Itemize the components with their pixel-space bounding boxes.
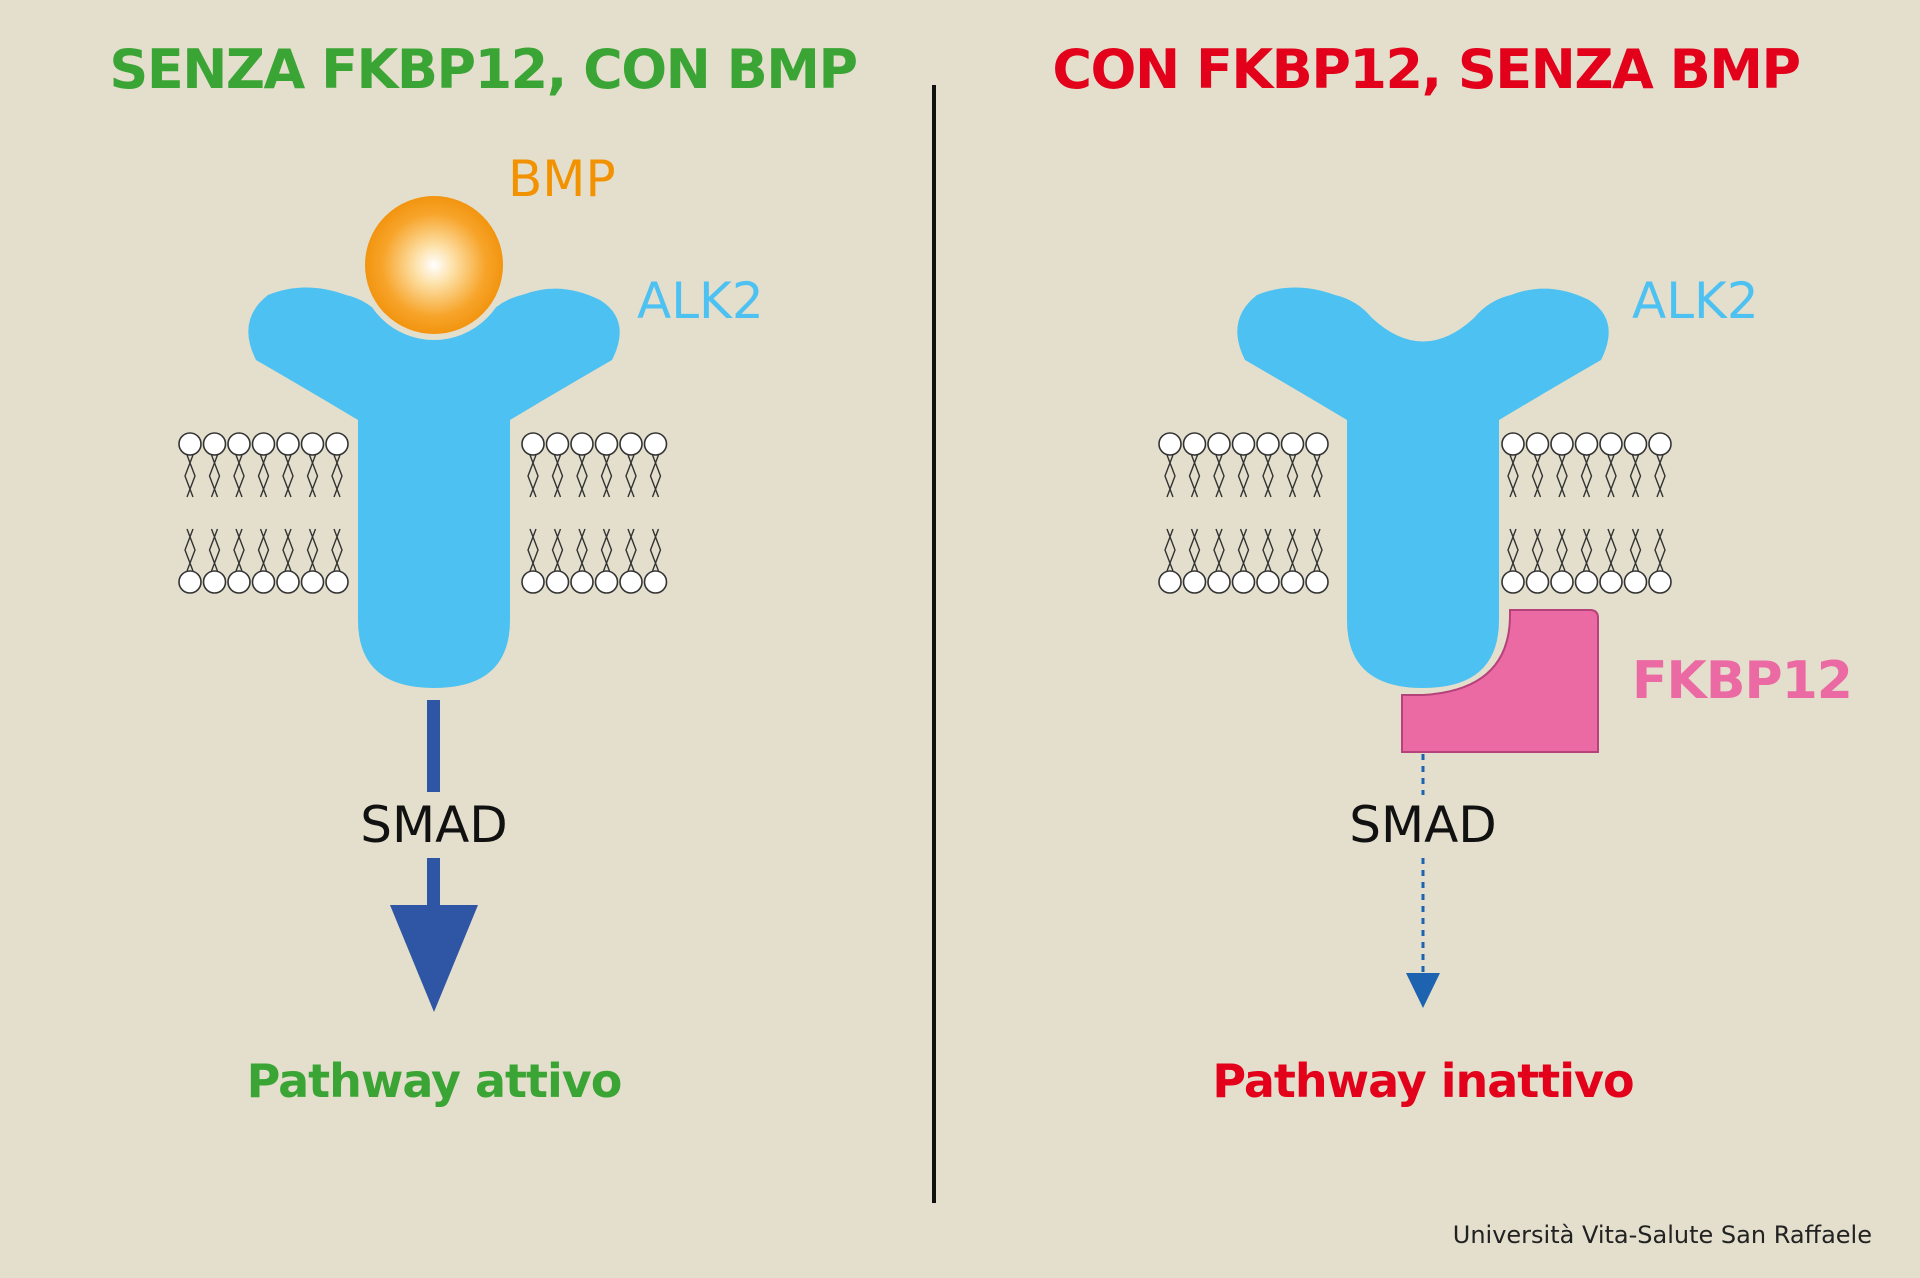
lipid-head xyxy=(1550,432,1574,498)
smad-label: SMAD xyxy=(360,796,508,854)
lipid-head xyxy=(1623,528,1648,594)
lipid-head xyxy=(1525,432,1550,498)
lipid-head xyxy=(545,528,570,594)
lipid-head xyxy=(1182,432,1207,498)
lipid-head xyxy=(276,528,300,594)
lipid-head xyxy=(1305,432,1329,498)
lipid-head xyxy=(1599,432,1623,498)
bmp-label: BMP xyxy=(508,150,616,208)
pathway-active-label: Pathway attivo xyxy=(247,1054,622,1108)
credit-text: Università Vita-Salute San Raffaele xyxy=(1453,1221,1872,1249)
lipid-head xyxy=(594,432,619,498)
lipid-head xyxy=(1256,432,1280,498)
lipid-head xyxy=(545,432,570,498)
lipid-head xyxy=(1574,432,1599,498)
alk2-receptor xyxy=(248,287,620,688)
weak-signal-arrowhead xyxy=(1406,973,1440,1008)
right-title: CON FKBP12, SENZA BMP xyxy=(1052,38,1799,101)
lipid-head xyxy=(1648,528,1672,594)
lipid-head xyxy=(1280,432,1305,498)
lipid-head xyxy=(1501,528,1525,594)
lipid-head xyxy=(594,528,619,594)
right-panel: CON FKBP12, SENZA BMP FKBP12 ALK2 SMAD P… xyxy=(1052,38,1853,1108)
lipid-head xyxy=(1525,528,1550,594)
lipid-head xyxy=(1550,528,1574,594)
alk2-label: ALK2 xyxy=(1632,272,1759,330)
lipid-head xyxy=(178,432,202,498)
lipid-head xyxy=(1256,528,1280,594)
lipid-head xyxy=(619,528,643,594)
lipid-head xyxy=(325,528,349,594)
lipid-head xyxy=(1207,432,1231,498)
lipid-head xyxy=(1280,528,1305,594)
alk2-receptor xyxy=(1237,287,1609,688)
left-title: SENZA FKBP12, CON BMP xyxy=(109,38,856,101)
bmp-ligand xyxy=(359,190,509,340)
lipid-head xyxy=(1158,432,1182,498)
lipid-head xyxy=(1574,528,1599,594)
lipid-head xyxy=(521,432,545,498)
lipid-head xyxy=(1623,432,1648,498)
fkbp12-protein xyxy=(1401,609,1599,753)
lipid-head xyxy=(643,528,668,594)
lipid-head xyxy=(1648,432,1672,498)
lipid-head xyxy=(202,528,227,594)
lipid-head xyxy=(570,528,594,594)
smad-label: SMAD xyxy=(1349,796,1497,854)
lipid-head xyxy=(251,432,276,498)
lipid-head xyxy=(227,432,251,498)
lipid-head xyxy=(570,432,594,498)
lipid-head xyxy=(1182,528,1207,594)
lipid-head xyxy=(521,528,545,594)
signal-arrow-shaft xyxy=(427,700,440,792)
lipid-head xyxy=(227,528,251,594)
signal-arrow-shaft-lower xyxy=(427,858,440,918)
lipid-head xyxy=(1599,528,1623,594)
lipid-head xyxy=(619,432,643,498)
lipid-head xyxy=(1207,528,1231,594)
lipid-head xyxy=(1231,528,1256,594)
alk2-label: ALK2 xyxy=(637,272,764,330)
lipid-head xyxy=(643,432,668,498)
lipid-head xyxy=(300,432,325,498)
lipid-head xyxy=(251,528,276,594)
lipid-head xyxy=(300,528,325,594)
lipid-head xyxy=(1158,528,1182,594)
lipid-head xyxy=(202,432,227,498)
signal-arrowhead xyxy=(390,905,478,1012)
lipid-head xyxy=(276,432,300,498)
fkbp12-label: FKBP12 xyxy=(1632,651,1852,711)
lipid-head xyxy=(325,432,349,498)
lipid-head xyxy=(1305,528,1329,594)
lipid-head xyxy=(1501,432,1525,498)
lipid-head xyxy=(1231,432,1256,498)
left-panel: SENZA FKBP12, CON BMP BMP ALK2 SMAD Path… xyxy=(109,38,858,1108)
pathway-inactive-label: Pathway inattivo xyxy=(1212,1054,1633,1108)
lipid-head xyxy=(178,528,202,594)
